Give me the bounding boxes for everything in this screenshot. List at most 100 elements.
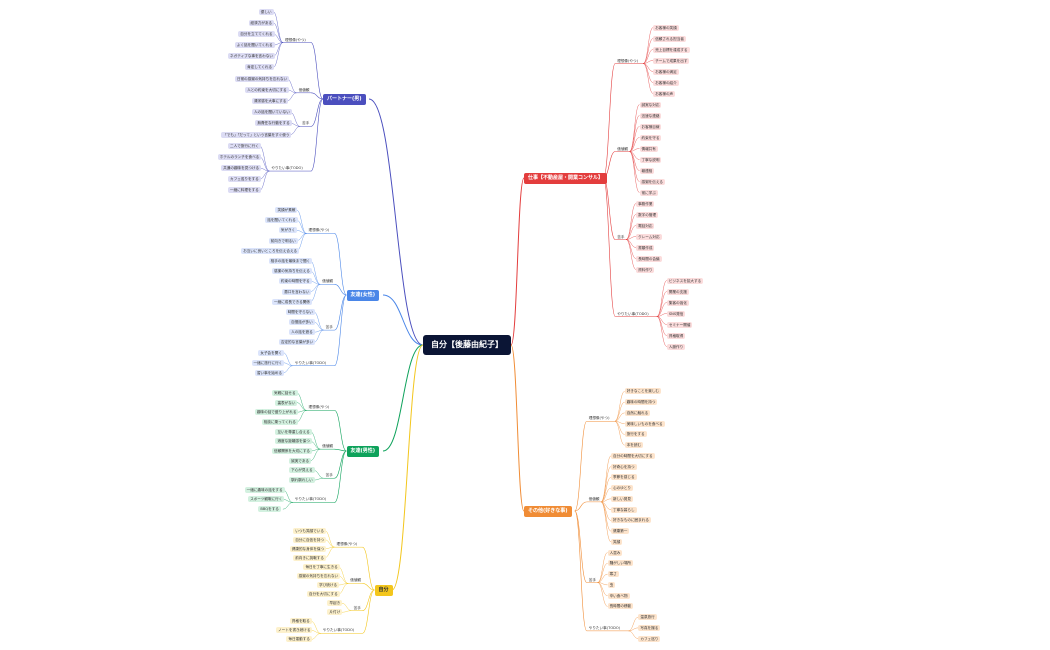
leaf-item[interactable]: 好きなことを楽しむ	[624, 388, 662, 395]
leaf-item[interactable]: 経済力がある	[248, 19, 275, 26]
leaf-item[interactable]: 常に学ぶ	[639, 189, 658, 196]
leaf-item[interactable]: いつも笑顔でいる	[293, 527, 326, 534]
leaf-item[interactable]: 無責任な行動をする	[255, 120, 292, 127]
leaf-item[interactable]: 一緒に趣味の話をする	[244, 486, 285, 493]
leaf-item[interactable]: 丁寧な暮らし	[611, 506, 637, 513]
leaf-item[interactable]: 感謝を伝える	[639, 178, 665, 185]
branch-self[interactable]: 自分	[374, 584, 393, 596]
leaf-item[interactable]: お客様の紹介	[653, 79, 679, 86]
leaf-item[interactable]: 自分を立ててくれる	[238, 30, 275, 37]
leaf-item[interactable]: 自分を大切にする	[306, 591, 340, 598]
leaf-item[interactable]: 肯定してくれる	[245, 64, 275, 71]
leaf-item[interactable]: 適度な距離感を保つ	[275, 438, 312, 445]
group-label[interactable]: 苦手	[302, 121, 310, 126]
leaf-item[interactable]: 人の話を遮る	[289, 329, 315, 336]
leaf-item[interactable]: 温泉旅行	[638, 614, 657, 621]
leaf-item[interactable]: BBQをする	[258, 506, 281, 513]
leaf-item[interactable]: 感謝の気持ちを忘れない	[296, 572, 341, 579]
leaf-item[interactable]: 話を聞いてくれる	[265, 217, 298, 224]
leaf-item[interactable]: 信頼関係を大切にする	[272, 448, 313, 454]
group-label[interactable]: 価値観	[617, 146, 629, 151]
leaf-item[interactable]: SNS発信	[666, 310, 686, 317]
leaf-item[interactable]: 長時間の会議	[636, 255, 662, 262]
leaf-item[interactable]: スポーツ観戦に行く	[248, 496, 285, 503]
leaf-item[interactable]: 毎日を丁寧に生きる	[303, 563, 340, 570]
leaf-item[interactable]: セミナー開催	[666, 321, 693, 328]
leaf-item[interactable]: 習い事を始める	[254, 369, 285, 376]
leaf-item[interactable]: 騒がしい場所	[607, 560, 634, 567]
leaf-item[interactable]: 美味しいものを食べる	[624, 420, 665, 427]
leaf-item[interactable]: 笑顔	[611, 538, 623, 545]
leaf-item[interactable]: 新しい発見	[611, 495, 633, 502]
leaf-item[interactable]: 趣味の話で盛り上がれる	[254, 409, 299, 416]
group-label[interactable]: やりたい事(TODO)	[617, 311, 649, 316]
leaf-item[interactable]: 書類作成	[636, 244, 655, 251]
leaf-item[interactable]: 誠実な対応	[639, 101, 662, 108]
leaf-item[interactable]: お客様目線	[639, 123, 662, 130]
leaf-item[interactable]: 誠実である	[289, 457, 312, 464]
leaf-item[interactable]: ノートを書き続ける	[276, 627, 313, 634]
leaf-item[interactable]: ビジネスを拡大する	[666, 277, 704, 284]
leaf-item[interactable]: 優しい	[258, 8, 274, 15]
leaf-item[interactable]: カフェ巡り	[638, 635, 661, 642]
leaf-item[interactable]: 一緒に料理をする	[228, 187, 261, 194]
group-label[interactable]: 理想像(やつ)	[336, 542, 358, 547]
leaf-item[interactable]: 自分に自信を持つ	[293, 536, 326, 543]
leaf-item[interactable]: 辛い食べ物	[607, 592, 630, 599]
leaf-item[interactable]: よく話を聞いてくれる	[234, 42, 275, 49]
leaf-item[interactable]: 気軽に話せる	[272, 389, 298, 396]
leaf-item[interactable]: 学び続ける	[317, 582, 340, 588]
leaf-item[interactable]: 電話対応	[636, 222, 655, 229]
branch-partner[interactable]: パートナー(男)	[323, 93, 366, 105]
group-label[interactable]: やりたい事(TODO)	[322, 628, 355, 633]
leaf-item[interactable]: 好奇心を持つ	[611, 463, 637, 470]
leaf-item[interactable]: 人との約束を大切にする	[245, 86, 289, 93]
group-label[interactable]: やりたい事(TODO)	[588, 625, 621, 630]
leaf-item[interactable]: 「でも」「だって」という言葉をすぐ使う	[221, 131, 292, 138]
root-node[interactable]: 自分【後藤由紀子】	[423, 335, 511, 355]
leaf-item[interactable]: 否定的な言葉が多い	[278, 339, 316, 346]
leaf-item[interactable]: 馴れ馴れしい	[289, 477, 315, 484]
leaf-item[interactable]: 資格取得	[666, 332, 686, 339]
group-label[interactable]: 理想像(やつ)	[285, 37, 306, 42]
leaf-item[interactable]: 人の話を聞いていない	[251, 109, 292, 116]
leaf-item[interactable]: 集客の強化	[666, 299, 689, 306]
group-label[interactable]: 価値観	[588, 496, 600, 501]
leaf-item[interactable]: お客様の笑顔	[653, 24, 679, 31]
leaf-item[interactable]: 毎日運動する	[286, 636, 312, 643]
leaf-item[interactable]: 人混み	[607, 549, 623, 556]
leaf-item[interactable]: 趣味の時間を持つ	[624, 399, 658, 406]
group-label[interactable]: 理想像(やつ)	[588, 416, 610, 421]
leaf-item[interactable]: 寒さ	[607, 571, 619, 578]
leaf-item[interactable]: 自然に触れる	[624, 409, 651, 416]
leaf-item[interactable]: ネガティブな事を言わない	[228, 53, 275, 60]
leaf-item[interactable]: 相談に乗ってくれる	[261, 418, 298, 425]
leaf-item[interactable]: 旅行をする	[624, 431, 647, 438]
leaf-item[interactable]: 数字の管理	[636, 211, 659, 218]
group-label[interactable]: 苦手	[588, 577, 596, 582]
group-label[interactable]: 苦手	[353, 605, 361, 610]
leaf-item[interactable]: 悪口を言わない	[282, 288, 312, 295]
group-label[interactable]: やりたい事(TODO)	[294, 497, 327, 502]
group-label[interactable]: 理想像(やつ)	[617, 58, 639, 63]
leaf-item[interactable]: お客様の満足	[653, 68, 679, 75]
leaf-item[interactable]: 人脈作り	[666, 343, 686, 350]
leaf-item[interactable]: 季節を感じる	[611, 474, 637, 481]
leaf-item[interactable]: 本を読む	[624, 442, 644, 449]
group-label[interactable]: 苦手	[617, 234, 625, 239]
group-label[interactable]: 理想像(やつ)	[308, 405, 330, 410]
leaf-item[interactable]: 資格を取る	[289, 618, 312, 625]
leaf-item[interactable]: 相手の話を最後まで聞く	[268, 257, 313, 264]
leaf-item[interactable]: カフェ巡りをする	[228, 176, 261, 183]
leaf-item[interactable]: 二人で旅行に行く	[228, 142, 261, 149]
leaf-item[interactable]: クレーム対応	[636, 233, 662, 240]
group-label[interactable]: 価値観	[350, 578, 362, 583]
leaf-item[interactable]: 長時間の移動	[607, 603, 634, 610]
leaf-item[interactable]: 下心が見える	[289, 467, 315, 474]
leaf-item[interactable]: 前向きに挑戦する	[293, 554, 326, 561]
leaf-item[interactable]: 感謝の気持ちを伝える	[272, 268, 312, 275]
leaf-item[interactable]: ホテルのランチを食べる	[217, 153, 262, 160]
leaf-item[interactable]: 片付け	[327, 609, 343, 616]
leaf-item[interactable]: 時間を守らない	[285, 308, 315, 315]
group-label[interactable]: 価値観	[322, 279, 334, 284]
